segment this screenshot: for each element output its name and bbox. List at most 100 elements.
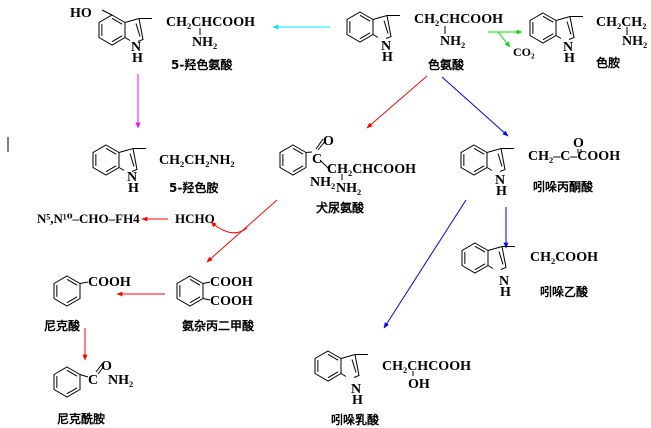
- compound-quinolinic-acid: COOH COOH 氨杂丙二甲酸: [182, 275, 255, 333]
- compound-kynurenine: O C CH₂CHCOOH NH₂ NH₂ 犬尿氨酸: [310, 134, 416, 215]
- compound-name: 5-羟色氨酸: [171, 57, 233, 72]
- double-bond: [349, 14, 371, 40]
- keto-o: O: [323, 134, 334, 149]
- compound-name: 吲哚乙酸: [540, 284, 589, 299]
- double-bond: [498, 251, 504, 265]
- ring-h: H: [128, 181, 139, 196]
- amino-group: NH₂: [192, 35, 217, 50]
- side-chain: CH₂COOH: [530, 250, 598, 265]
- carbonyl-bond: [577, 149, 582, 153]
- compound-tryptamine: CH₂CH₂ NH₂ N H 色胺 CO₂: [513, 15, 647, 70]
- pyrrole-ring: [487, 245, 507, 270]
- amide-c: C: [88, 373, 98, 388]
- compound-name: 吲哚丙酮酸: [533, 179, 594, 194]
- double-bond: [463, 147, 485, 173]
- double-bond: [95, 147, 117, 173]
- pyrrole-ring: [486, 147, 506, 172]
- side-chain: CH₂CH₂: [596, 15, 646, 30]
- benzene-ring: [346, 11, 374, 43]
- ring-h: H: [564, 51, 575, 66]
- formyl-fh4: N⁵,N¹⁰–CHO–FH4: [37, 211, 140, 226]
- ho-group: HO: [70, 6, 92, 21]
- ring-h: H: [500, 285, 511, 300]
- compound-5-hydroxytryptophan: HO CH₂CHCOOH NH₂ N H 5-羟色氨酸: [70, 6, 255, 72]
- amino-group: NH₂: [622, 34, 647, 49]
- ketone-bond: [305, 151, 313, 153]
- double-bond: [135, 23, 141, 37]
- keto-o: O: [573, 136, 584, 151]
- hydroxy-group: OH: [408, 377, 430, 392]
- pyrrole-ring: [124, 17, 144, 42]
- benzene-ring: [98, 14, 126, 46]
- ring-n: N: [499, 274, 509, 289]
- ring-structures: [53, 9, 628, 398]
- double-bond: [282, 147, 304, 173]
- ring-n: N: [563, 40, 573, 55]
- benzene-ring: [529, 12, 557, 44]
- side-chain: CH₂CHCOOH: [414, 12, 503, 27]
- chain-bond: [319, 159, 329, 169]
- benzene-ring: [53, 275, 81, 307]
- ring-h: H: [132, 51, 143, 66]
- carboxyl-bond: [202, 281, 211, 301]
- arrow-to-kynurenine: [366, 75, 428, 129]
- ring-h: H: [382, 50, 393, 65]
- compound-name: 氨杂丙二甲酸: [182, 318, 255, 333]
- compound-name: 5-羟色胺: [169, 180, 218, 195]
- double-bond: [179, 278, 201, 304]
- side-chain: CH₂CHCOOH: [382, 359, 471, 374]
- ring-n: N: [127, 170, 137, 185]
- benzene-ring: [176, 275, 204, 307]
- side-chain: CH₂CH₂NH₂: [159, 153, 235, 168]
- amino-group: NH₂: [336, 181, 361, 196]
- compound-name: 尼克酰胺: [57, 411, 105, 426]
- formaldehyde: HCHO: [175, 211, 215, 226]
- carboxyl-bond: [79, 281, 89, 284]
- compound-name: 尼克酸: [44, 318, 81, 333]
- ring-n: N: [351, 382, 361, 397]
- compound-name: 犬尿氨酸: [316, 200, 365, 215]
- compound-indoleacetic-acid: CH₂COOH N H 吲哚乙酸: [499, 250, 598, 300]
- compound-nicotinamide: O C NH₂ 尼克酰胺: [57, 359, 133, 426]
- ring-h: H: [496, 184, 507, 199]
- amide-bond: [79, 363, 105, 378]
- hydroxy-bond: [101, 9, 113, 16]
- compound-indolepyruvic-acid: CH₂–C–COOH O N H 吲哚丙酮酸: [495, 136, 620, 199]
- double-bond: [317, 353, 339, 379]
- pyrrole-ring: [340, 353, 360, 378]
- ring-h: H: [352, 393, 363, 408]
- pyrrole-ring: [372, 14, 392, 39]
- compound-tryptophan: CH₂CHCOOH NH₂ N H 色氨酸: [381, 12, 503, 72]
- double-bond: [383, 20, 389, 34]
- carbonyl-bond: [315, 138, 327, 151]
- pyrrole-ring: [118, 147, 138, 172]
- arrow-to-indolepyruvic-acid: [441, 76, 509, 137]
- ring-n: N: [495, 173, 505, 188]
- benzene-ring: [53, 366, 81, 398]
- keto-c: C: [312, 152, 322, 167]
- carboxyl: COOH: [88, 275, 131, 290]
- ring-amino-group: NH₂: [310, 175, 335, 190]
- benzene-ring: [461, 242, 489, 274]
- compound-nicotinic-acid: COOH 尼克酸: [44, 275, 131, 333]
- double-bond: [566, 21, 572, 35]
- co2-label: CO₂: [513, 45, 535, 59]
- reaction-arrows: [82, 24, 523, 361]
- carboxyl-2: COOH: [210, 294, 253, 309]
- ring-n: N: [131, 40, 141, 55]
- double-bond: [129, 153, 135, 167]
- double-bond: [464, 245, 486, 271]
- compound-serotonin: CH₂CH₂NH₂ N H 5-羟色胺: [127, 153, 235, 196]
- double-bond: [351, 359, 357, 373]
- arrow-to-indolelactic-acid: [383, 199, 467, 329]
- arrow-to-formaldehyde: [210, 221, 248, 234]
- compound-name: 色胺: [596, 55, 620, 70]
- double-bond: [56, 369, 78, 395]
- compound-name: 吲哚乳酸: [331, 412, 380, 427]
- benzene-ring: [460, 144, 488, 176]
- carboxyl-1: COOH: [210, 275, 253, 290]
- compound-name: 色氨酸: [428, 57, 465, 72]
- pyrrole-ring: [555, 15, 575, 40]
- amino-group: NH₂: [440, 34, 465, 49]
- arrow-co2-release: [497, 31, 511, 48]
